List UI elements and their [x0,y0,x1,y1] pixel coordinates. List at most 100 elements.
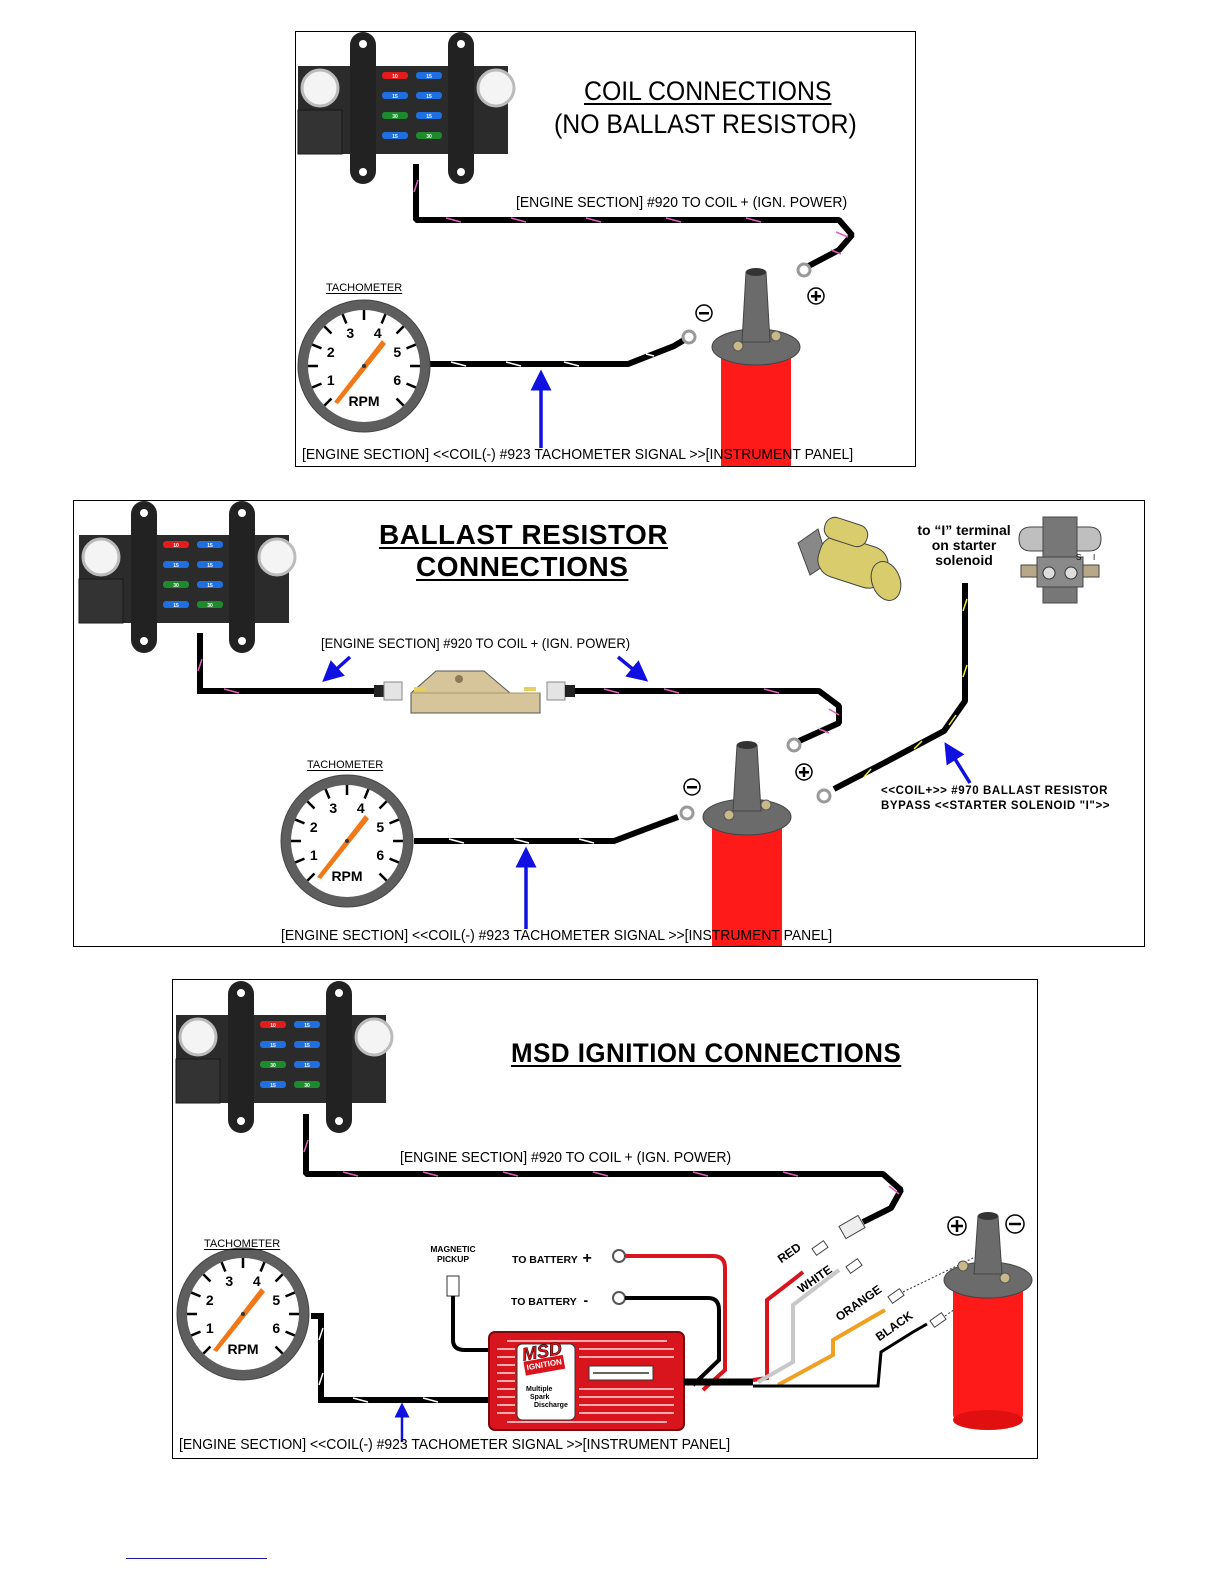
fuse-15a [382,132,408,139]
tach-tick [406,382,417,389]
relay-icon [78,578,124,624]
tach-tick [274,1273,284,1283]
tach-tick [323,397,333,407]
panel2-title-line1: BALLAST RESISTOR [379,519,669,550]
ignition-coil-icon [711,268,801,466]
tach-number: 2 [327,344,335,360]
relay-icon [175,1058,221,1104]
tach-number: 6 [272,1320,280,1336]
tach-signal-wire [428,329,697,448]
battery-minus-label: TO BATTERY - [511,1292,588,1308]
solenoid-terminal-i: I [1093,553,1096,562]
tach-needle [334,340,386,404]
starter-solenoid-icon [1018,516,1102,604]
fuse-rating: 15 [207,543,213,549]
msd-desc-line3: Discharge [534,1402,568,1409]
fuse-rating: 30 [392,114,398,120]
tach-number: 1 [310,847,318,863]
fuse-10a [163,541,189,548]
tach-number: 6 [393,372,401,388]
fuse-10a [382,72,408,79]
tach-tick [324,788,331,799]
tach-number: 1 [206,1320,214,1336]
solenoid-note-line1: to “I” terminal [917,522,1011,538]
fuse-rating: 30 [304,1083,310,1089]
panel1-title-line1: COIL CONNECTIONS [584,76,832,106]
fuse-rating: 15 [173,563,179,569]
ign-arrow-right [616,655,649,682]
tach-tick [285,1330,296,1337]
battery-plus-wire [612,1249,727,1392]
tach-tick [311,382,322,389]
fuse-30a [163,581,189,588]
magnetic-pickup-line2: PICKUP [436,1254,470,1264]
fuse-30a [197,601,223,608]
tach-tick [274,1345,284,1355]
stud-left-icon [178,1017,218,1057]
ign-arrow-left [322,655,352,683]
tach-number: 5 [272,1292,280,1308]
tach-signal-wire [311,1313,491,1442]
tach-number: 4 [357,800,365,816]
tach-tick [363,788,370,799]
coil-plus-icon [947,1216,967,1236]
ignition-coil-icon [702,741,792,946]
tach-number: 6 [376,847,384,863]
coil-minus-icon [683,778,701,796]
fuse-rating: 30 [270,1063,276,1069]
panel1-title-line2: (NO BALLAST RESISTOR) [554,109,857,139]
tach-tick [306,800,316,810]
bypass-wire [816,583,972,804]
mount-tab [448,32,474,184]
battery-minus-sign: - [583,1292,589,1308]
solenoid-terminal-s: S [1076,553,1082,562]
coil-plus-icon [795,763,813,781]
fuse-rating: 15 [304,1043,310,1049]
fuse-rating: 10 [270,1023,276,1029]
bypass-label-line2: BYPASS <<STARTER SOLENOID "I">> [881,800,1111,812]
fuse-rating: 30 [173,583,179,589]
fuse-15a [416,92,442,99]
solenoid-note: to “I” terminal on starter solenoid [904,523,1024,568]
relay-icon [297,109,343,155]
fuse-15a [382,92,408,99]
msd-output-harness [684,1240,1004,1388]
tach-tick [378,800,388,810]
fuse-30a [294,1081,320,1088]
tach-tick [220,1261,227,1272]
ignition-coil-icon [943,1212,1033,1430]
tach-hub [362,364,366,368]
fuse-15a [416,72,442,79]
tach-needle [317,815,369,879]
mount-tab [131,501,157,653]
fuse-30a [260,1061,286,1068]
tach-tick [285,1291,296,1298]
tach-tick [190,1291,201,1298]
tachometer-label: TACHOMETER [326,282,403,294]
fuse-15a [197,581,223,588]
tach-unit: RPM [227,1341,258,1357]
coil-minus-icon [1005,1214,1025,1234]
tach-tick [311,343,322,350]
tach-number: 2 [310,819,318,835]
fuse-rating: 15 [392,94,398,100]
tach-unit: RPM [348,393,379,409]
footer-link[interactable] [126,1558,267,1559]
fuse-15a [197,541,223,548]
tach-number: 3 [225,1273,233,1289]
tach-number: 5 [393,344,401,360]
tach-tick [389,818,400,825]
fuse-30a [382,112,408,119]
fuse-rating: 30 [426,134,432,140]
tach-needle [213,1288,265,1352]
tach-signal-label: [ENGINE SECTION] <<COIL(-) #923 TACHOMET… [179,1436,731,1453]
tachometer-label: TACHOMETER [204,1238,281,1250]
